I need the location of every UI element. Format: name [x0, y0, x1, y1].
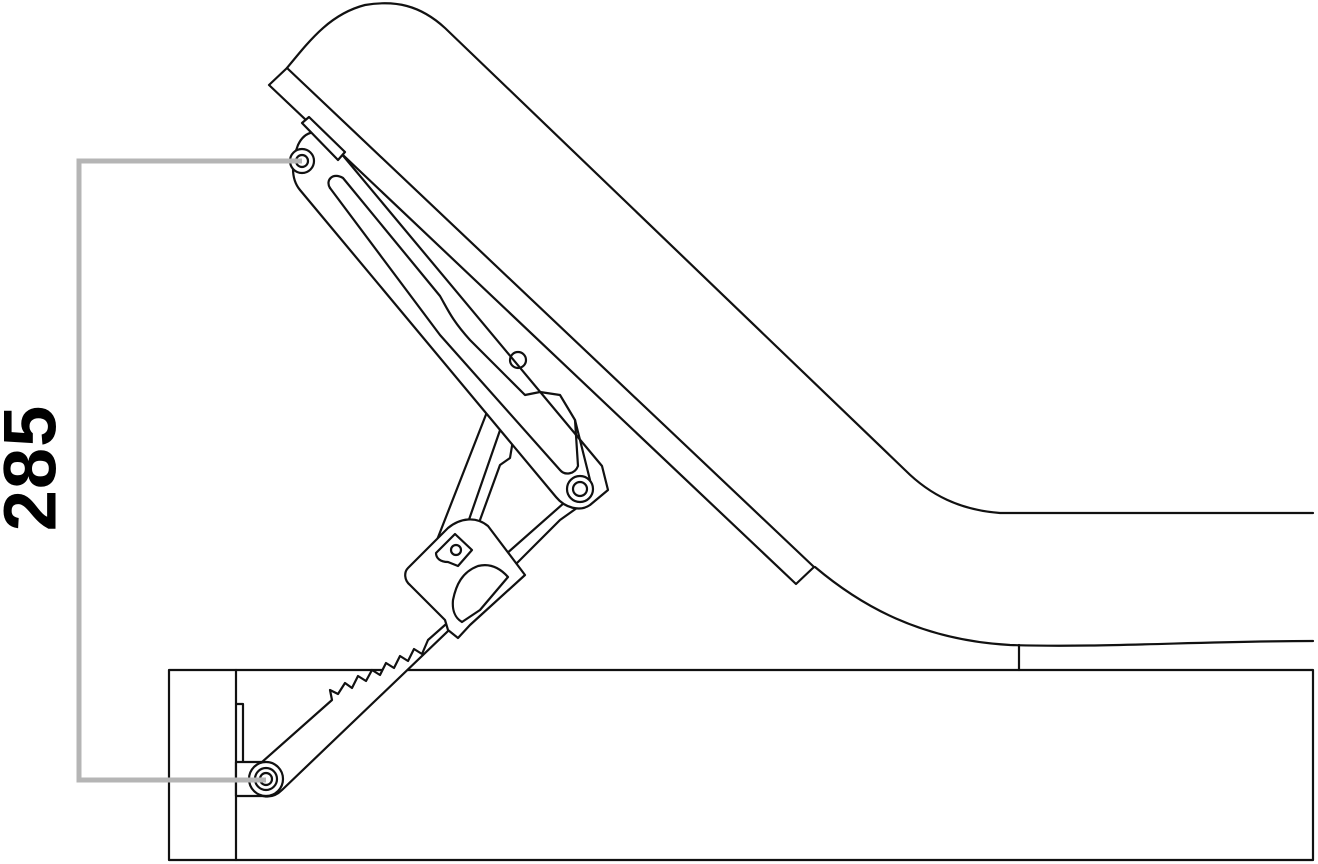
arm-pivot-outer [565, 474, 595, 504]
lift-arm [291, 131, 610, 510]
ratchet-lock-housing [404, 518, 527, 640]
dimension-label: 285 [0, 404, 72, 532]
mattress-lower-contour [813, 565, 1315, 672]
backrest-board [267, 66, 816, 586]
dimension-line [76, 158, 302, 783]
arm-pin-hole [508, 350, 528, 370]
toothed-rack-arm [251, 478, 607, 798]
arm-pivot-inner [571, 480, 589, 498]
mattress-upper-section [285, 2, 1315, 515]
